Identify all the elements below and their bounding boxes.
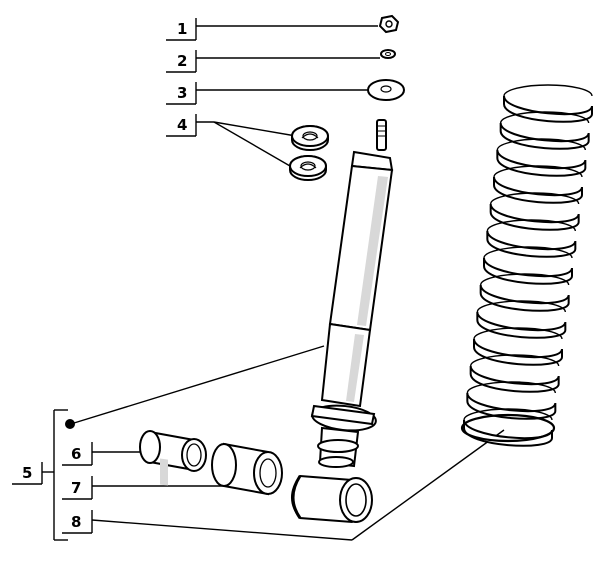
lower-eye-part [291, 474, 373, 524]
spring-coil-back [483, 246, 573, 259]
callout-2-number: 2 [177, 52, 187, 70]
rubber-bush-upper-part [291, 125, 329, 151]
callout-5-dot [65, 419, 75, 429]
callout-4-number: 4 [177, 116, 187, 134]
spring-coil-back [463, 408, 553, 421]
spring-coil-front [496, 149, 587, 177]
callout-8-number: 8 [71, 513, 81, 531]
callout-6: 6 [62, 442, 152, 466]
spring-coil-back [499, 111, 590, 124]
spring-end-coil [460, 413, 556, 443]
spring-coil-front [486, 230, 577, 258]
spring-coil-back [479, 273, 570, 286]
lock-washer-part [380, 49, 396, 59]
spring-coil-front [499, 122, 590, 150]
spring-coil-back [473, 327, 563, 340]
callout-1-number: 1 [177, 20, 187, 38]
spring-coil-back [486, 219, 577, 232]
callout-2: 2 [166, 50, 380, 73]
callout-6-number: 6 [71, 445, 81, 463]
spring-coil-front [493, 176, 583, 204]
spring-coil-front [473, 338, 563, 366]
flat-washer-part [367, 79, 405, 101]
rubber-bush-lower-part [289, 155, 327, 181]
spring-coil-back [493, 165, 583, 178]
callout-3-number: 3 [177, 84, 187, 102]
spring-coil-front [489, 203, 580, 231]
shock-absorber [310, 119, 394, 468]
spring-coil-back [489, 192, 580, 205]
callout-5-number: 5 [22, 464, 32, 482]
nut-part [378, 14, 400, 34]
callout-7-number: 7 [71, 479, 81, 497]
spring-coil-front [466, 392, 557, 420]
spring-coil-front [469, 365, 560, 393]
spring-coil-front [476, 311, 567, 339]
rubber-bush-part [211, 442, 283, 496]
spring-coil-back [503, 84, 593, 97]
callout-7: 7 [62, 476, 224, 500]
callout-3: 3 [166, 82, 368, 105]
coil-spring [460, 84, 593, 447]
spring-coil-front [503, 95, 593, 123]
spring-coil-front [483, 257, 573, 285]
spring-coil-front [479, 284, 570, 312]
spring-coil-back [476, 300, 567, 313]
callout-8: 8 [62, 429, 505, 541]
spring-coil-back [496, 138, 587, 151]
callout-1: 1 [166, 18, 378, 41]
bush-sleeve-part [139, 430, 207, 486]
callout-5: 5 [12, 345, 325, 541]
spring-coil-back [466, 381, 557, 394]
spring-coil-back [469, 354, 560, 367]
callout-4: 4 [166, 114, 297, 167]
